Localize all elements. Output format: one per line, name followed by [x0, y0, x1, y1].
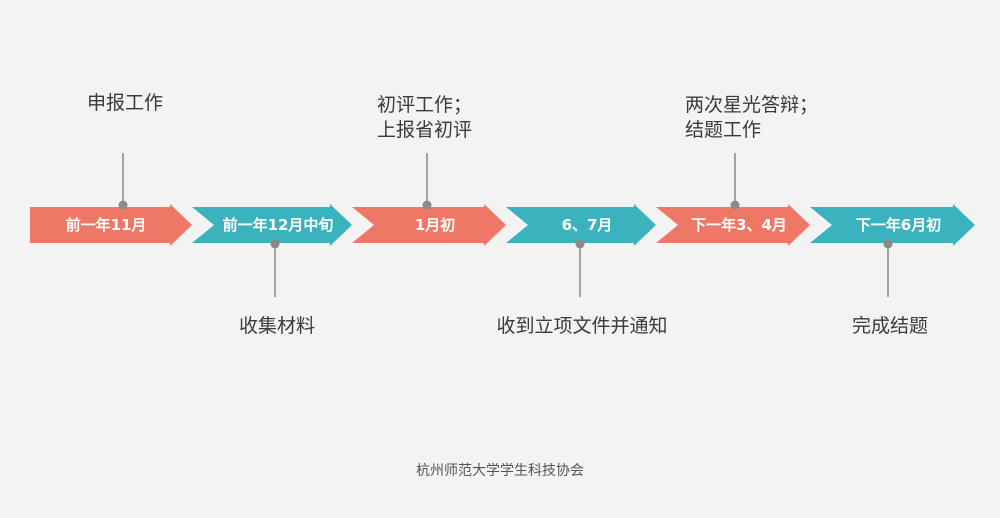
milestone-callout-text: 收到立项文件并通知: [496, 315, 668, 337]
milestone-callout: 完成结题: [852, 314, 928, 339]
timeline-arrow-6: [810, 204, 975, 246]
connector-dot: [575, 239, 585, 249]
timeline-stage-label: 6、7月: [562, 216, 613, 234]
connector-dot: [270, 239, 280, 249]
connector-dot: [730, 200, 740, 210]
timeline-stage-label: 1月初: [415, 216, 455, 234]
timeline-stage-label: 下一年6月初: [856, 216, 941, 234]
milestone-callout: 两次星光答辩； 结题工作: [685, 93, 818, 143]
milestone-callout-text: 结题工作: [685, 119, 762, 141]
timeline-stage-label: 前一年11月: [66, 216, 147, 234]
milestone-callout-text: 两次星光答辩；: [685, 94, 819, 116]
timeline-arrow-1: [30, 204, 192, 246]
milestone-callout-text: 初评工作；: [377, 94, 473, 116]
milestone-callout: 收集材料: [239, 314, 315, 339]
footer-organization: 杭州师范大学学生科技协会: [416, 463, 584, 479]
milestone-callout: 初评工作； 上报省初评: [377, 93, 472, 143]
timeline-arrow-3: [352, 204, 506, 246]
timeline-arrow-5: [656, 204, 810, 246]
connector-dot: [118, 200, 128, 210]
timeline-arrow-4: [506, 204, 656, 246]
milestone-callout-text: 收集材料: [239, 315, 316, 337]
milestone-callout-text: 完成结题: [852, 315, 929, 337]
milestone-callout-text: 上报省初评: [377, 119, 473, 141]
milestone-callout: 收到立项文件并通知: [497, 314, 668, 339]
timeline-stage-label: 下一年3、4月: [691, 216, 787, 234]
connector-dot: [883, 239, 893, 249]
timeline-stage-label: 前一年12月中旬: [223, 216, 334, 234]
milestone-callout: 申报工作: [87, 91, 163, 116]
milestone-callout-text: 申报工作: [87, 92, 164, 114]
timeline-arrow-2: [192, 204, 352, 246]
connector-dot: [422, 200, 432, 210]
